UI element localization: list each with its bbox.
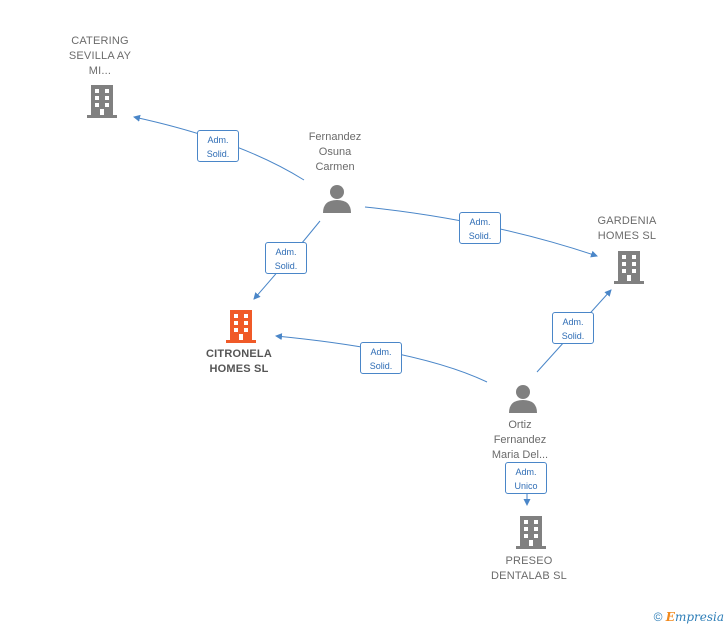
- gardenia-label[interactable]: GARDENIA HOMES SL: [577, 214, 677, 244]
- copyright-symbol: ©: [653, 610, 663, 624]
- ortiz-label-line1: Ortiz: [508, 419, 532, 431]
- catering-label[interactable]: CATERING SEVILLA AY MI...: [50, 34, 150, 79]
- fernandez-label-line3: Carmen: [315, 161, 355, 173]
- catering-building-icon[interactable]: [86, 84, 118, 123]
- brand-rest: mpresia: [674, 610, 724, 624]
- gardenia-label-line2: HOMES SL: [597, 230, 657, 242]
- edge-badge-fernandez-citronela[interactable]: Adm. Solid.: [265, 242, 307, 274]
- edge-badge-role-line1: Adm.: [275, 247, 297, 257]
- edge-badge-ortiz-preseo[interactable]: Adm. Unico: [505, 462, 547, 494]
- edge-badge-role-line1: Adm.: [370, 347, 392, 357]
- edge-badge-role-line2: Solid.: [561, 331, 585, 341]
- catering-label-line3: MI...: [88, 65, 112, 77]
- edge-badge-role-line2: Solid.: [369, 361, 393, 371]
- empresia-brand[interactable]: © Empresia: [654, 610, 724, 624]
- edge-badge-fernandez-catering[interactable]: Adm. Solid.: [197, 130, 239, 162]
- edge-badge-role-line1: Adm.: [515, 467, 537, 477]
- edge-badge-fernandez-gardenia[interactable]: Adm. Solid.: [459, 212, 501, 244]
- ortiz-label[interactable]: Ortiz Fernandez Maria Del...: [470, 418, 570, 463]
- edge-badge-role-line1: Adm.: [562, 317, 584, 327]
- edge-badge-role-line1: Adm.: [207, 135, 229, 145]
- gardenia-building-icon[interactable]: [613, 250, 645, 289]
- preseo-building-icon[interactable]: [515, 515, 547, 554]
- citronela-building-icon[interactable]: [225, 309, 257, 348]
- preseo-label[interactable]: PRESEO DENTALAB SL: [469, 554, 589, 584]
- fernandez-person-icon[interactable]: [322, 184, 352, 219]
- preseo-label-line1: PRESEO: [505, 555, 553, 567]
- catering-label-line2: SEVILLA AY: [68, 50, 132, 62]
- edge-badge-role-line2: Solid.: [206, 149, 230, 159]
- edge-badge-role-line2: Solid.: [468, 231, 492, 241]
- ortiz-person-icon[interactable]: [508, 384, 538, 419]
- preseo-label-line2: DENTALAB SL: [491, 570, 567, 582]
- fernandez-label[interactable]: Fernandez Osuna Carmen: [285, 130, 385, 175]
- citronela-label-line2: HOMES SL: [209, 363, 269, 375]
- citronela-label-line1: CITRONELA: [206, 348, 272, 360]
- edge-badge-role-line1: Adm.: [469, 217, 491, 227]
- edge-badge-ortiz-citronela[interactable]: Adm. Solid.: [360, 342, 402, 374]
- gardenia-label-line1: GARDENIA: [597, 215, 657, 227]
- ortiz-label-line2: Fernandez: [493, 434, 547, 446]
- catering-label-line1: CATERING: [71, 35, 129, 47]
- edge-badge-role-line2: Unico: [514, 481, 538, 491]
- fernandez-label-line2: Osuna: [318, 146, 352, 158]
- citronela-label[interactable]: CITRONELA HOMES SL: [189, 347, 289, 377]
- ortiz-label-line3: Maria Del...: [491, 449, 549, 461]
- edge-badge-role-line2: Solid.: [274, 261, 298, 271]
- brand-initial: E: [665, 610, 675, 624]
- fernandez-label-line1: Fernandez: [308, 131, 362, 143]
- edge-badge-ortiz-gardenia[interactable]: Adm. Solid.: [552, 312, 594, 344]
